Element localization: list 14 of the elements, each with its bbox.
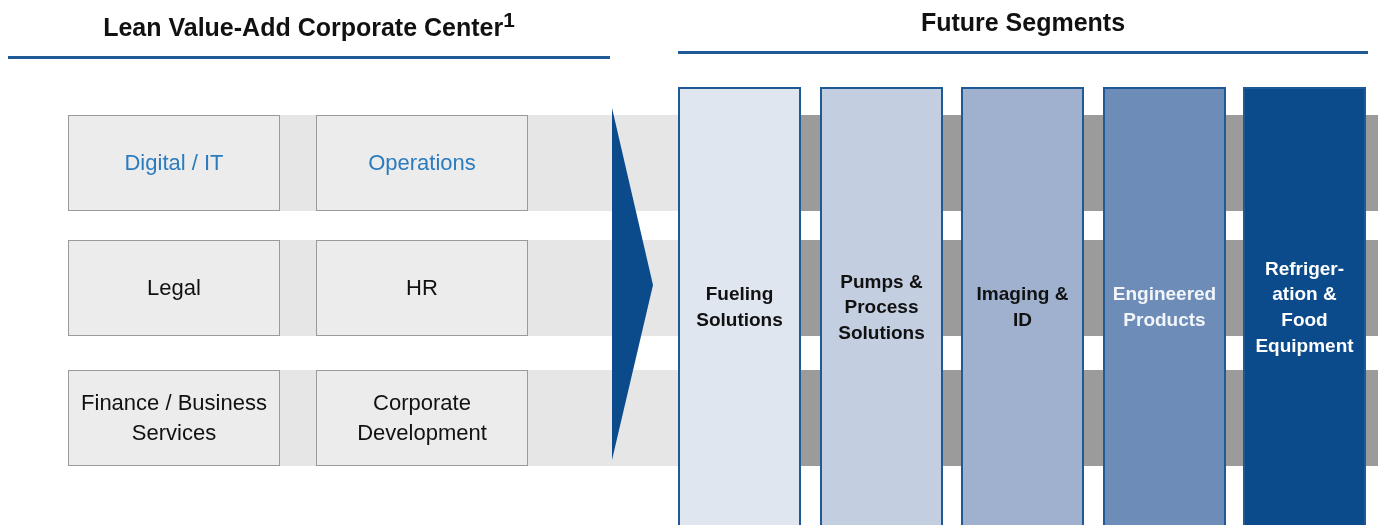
function-box: Digital / IT: [68, 115, 280, 211]
function-box: Corporate Development: [316, 370, 528, 466]
function-box: HR: [316, 240, 528, 336]
segment-column: Refriger-ation & Food Equipment: [1243, 87, 1366, 525]
segment-column: Imaging & ID: [961, 87, 1084, 525]
function-box: Finance / Business Services: [68, 370, 280, 466]
section-heading: Future Segments: [678, 8, 1368, 54]
segment-column: Pumps & Process Solutions: [820, 87, 943, 525]
function-box: Operations: [316, 115, 528, 211]
segment-column: Fueling Solutions: [678, 87, 801, 525]
section-heading: Lean Value-Add Corporate Center$^{1}$: [8, 8, 610, 60]
chevron-arrow: [612, 108, 653, 460]
segment-column: Engineered Products: [1103, 87, 1226, 525]
function-box: Legal: [68, 240, 280, 336]
